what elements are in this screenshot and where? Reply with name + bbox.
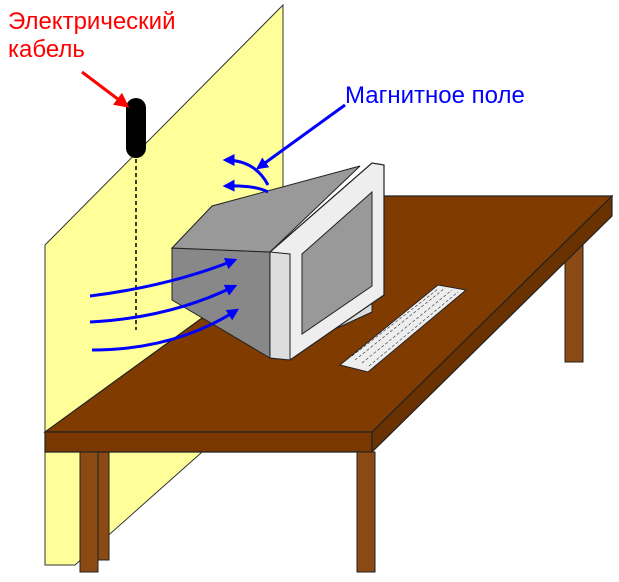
keyboard: [338, 284, 468, 373]
cable-label: Электрический кабель: [8, 8, 175, 64]
cable-icon: [126, 98, 146, 158]
monitor-bezel-side: [269, 251, 291, 361]
cable-pointer-arrow: [81, 70, 130, 108]
monitor-screen: [301, 190, 373, 335]
table-leg-front-right: [356, 451, 376, 573]
table-side-edge: [371, 194, 613, 454]
table-leg-front-left: [79, 451, 99, 573]
field-arrows-upper: [222, 154, 270, 194]
table-front-edge: [44, 431, 373, 453]
magnetic-field-label: Магнитное поле: [345, 82, 525, 109]
cable-label-line1: Электрический: [8, 8, 176, 35]
magnetic-field-pointer-arrow: [256, 103, 346, 170]
monitor-back-top: [170, 165, 361, 253]
field-arrows-lower: [89, 257, 240, 352]
keyboard-keys: [351, 287, 459, 367]
cable-label-line2: кабель: [8, 36, 85, 63]
